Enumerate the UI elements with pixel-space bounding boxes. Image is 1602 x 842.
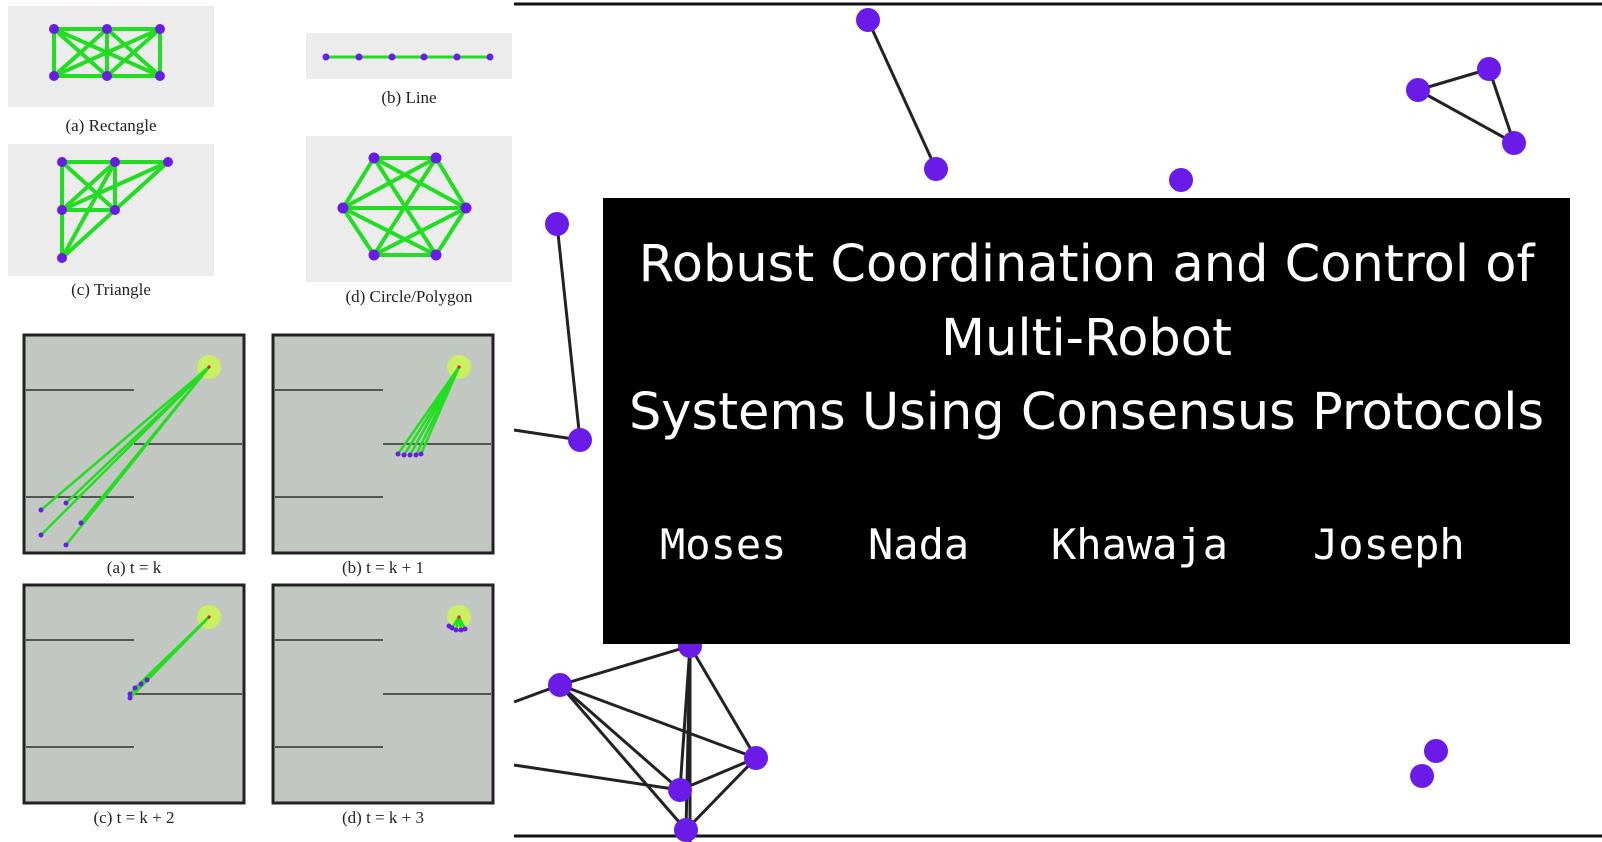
author-name: Khawaja	[1051, 520, 1229, 569]
title-line-1: Robust Coordination and Control of	[638, 235, 1535, 294]
author-name: Joseph	[1313, 520, 1465, 569]
author-list: Moses Nada Khawaja Joseph	[603, 520, 1570, 580]
title-line-3: Systems Using Consensus Protocols	[628, 383, 1545, 442]
author-name: Moses	[660, 520, 787, 569]
slide-title: Robust Coordination and Control of Multi…	[603, 228, 1570, 450]
caption-t-k1: (b) t = k + 1	[342, 558, 424, 577]
title-box	[603, 198, 1570, 644]
formation-figures: (a) Rectangle (b) Line (c) Triangle	[8, 6, 512, 306]
caption-t-k2: (c) t = k + 2	[93, 808, 174, 827]
caption-t-k3: (d) t = k + 3	[342, 808, 424, 827]
caption-rectangle: (a) Rectangle	[65, 116, 156, 135]
caption-circle: (d) Circle/Polygon	[345, 287, 473, 306]
caption-line: (b) Line	[381, 88, 436, 107]
caption-triangle: (c) Triangle	[71, 280, 151, 299]
author-name: Nada	[868, 520, 970, 569]
background-network	[513, 2, 1602, 842]
caption-t-k: (a) t = k	[107, 558, 162, 577]
timestep-figures: (a) t = k (b) t = k + 1	[22, 333, 495, 827]
title-line-2: Multi-Robot	[941, 309, 1232, 368]
